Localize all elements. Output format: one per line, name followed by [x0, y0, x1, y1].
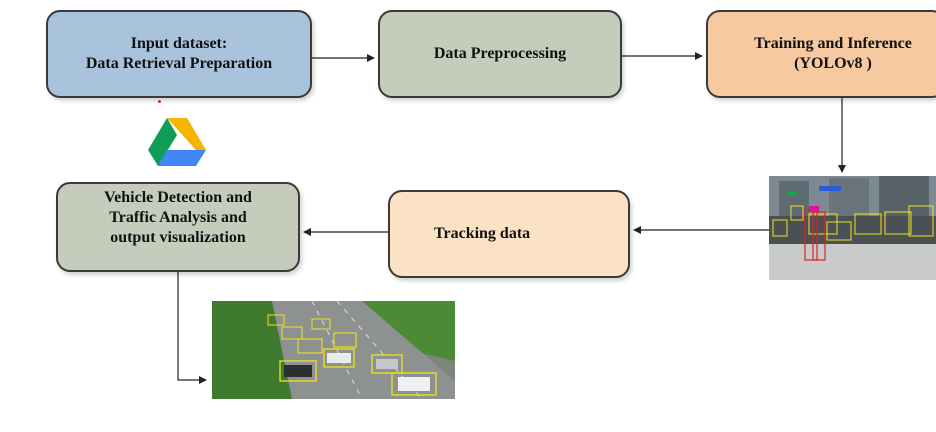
node-input-line1: Input dataset:	[130, 35, 228, 52]
red-dot-marker	[158, 100, 161, 103]
node-data-preprocessing: Data Preprocessing	[378, 10, 622, 98]
node-training-line2: (YOLOv8 )	[794, 55, 872, 72]
street-detection-photo	[769, 176, 936, 280]
node-vehicle-line2: Traffic Analysis and	[109, 209, 247, 226]
node-vehicle-line1: Vehicle Detection and	[104, 189, 252, 206]
node-training-line1: Training and Inference	[754, 35, 912, 52]
node-training-inference: Training and Inference (YOLOv8 )	[706, 10, 936, 98]
node-tracking-data: Tracking data	[388, 190, 630, 278]
node-input-dataset: Input dataset: Data Retrieval Preparatio…	[46, 10, 312, 98]
google-drive-icon	[148, 118, 206, 166]
highway-detection-photo	[212, 301, 455, 399]
node-input-line2: Data Retrieval Preparation	[85, 55, 273, 72]
node-vehicle-line3: output visualization	[110, 229, 246, 246]
node-vehicle-detection: Vehicle Detection and Traffic Analysis a…	[56, 182, 300, 272]
arrow-vehicle-to-output-image	[177, 272, 207, 384]
node-preprocessing-label: Data Preprocessing	[433, 45, 567, 62]
node-tracking-label: Tracking data	[434, 225, 531, 242]
